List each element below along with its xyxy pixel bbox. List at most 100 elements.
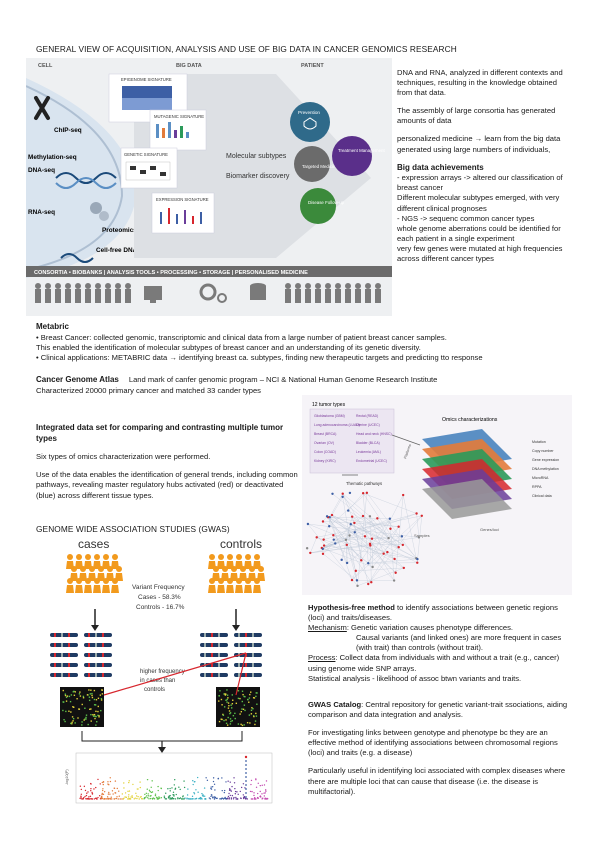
gear-icon [199,283,217,301]
person-icon [236,554,242,560]
chromosome-strip [84,663,112,667]
label-higher-freq-3: controls [144,687,165,693]
network-node [330,513,334,517]
network-edge [322,535,350,550]
network-edge [371,538,373,567]
chromosome-strip [84,633,112,637]
page-title: GENERAL VIEW OF ACQUISITION, ANALYSIS AN… [36,44,457,54]
network-node [341,492,344,495]
tumor-type-label: Colon (COAD) [314,450,336,454]
network-node [334,542,337,545]
person-icon [209,578,215,584]
patients-icon [285,283,381,303]
label-methylation: Methylation-seq [28,154,77,161]
col-bigdata: BIG DATA [176,63,202,69]
network-node [309,551,312,555]
case-array [60,687,104,727]
label-ylabel: -log10(P) [65,769,69,785]
network-edge [333,539,388,553]
network-edge [310,537,419,554]
label-disease: Disease Follow-up [308,200,345,205]
person-icon [254,578,260,584]
chromosome-strip [200,673,228,677]
label-chip: ChIP-seq [54,127,82,134]
person-icon [218,578,224,584]
network-edge [327,517,395,560]
network-edge [327,517,348,564]
network-edge [346,544,356,571]
network-node [345,543,349,547]
person-icon [107,566,113,572]
network-node [387,536,390,540]
gwas-diagram: cases controls Variant Frequency Cases -… [40,535,278,805]
chromosome-strip [200,633,228,637]
chromosome-strip [200,653,228,657]
label-controls: controls [220,537,262,551]
integrated-heading: Integrated data set for comparing and co… [36,423,284,443]
person-icon [67,578,73,584]
person-icon [227,578,233,584]
sig-mutagenic: MUTAGENIC SIGNATURE [154,114,204,119]
label-genes: Genes/loci [480,527,499,532]
network-node [354,569,358,573]
network-edge [322,553,358,581]
network-node [353,531,356,534]
network-node [353,521,356,525]
achievement-1: - expression arrays -> altered our class… [397,173,563,193]
network-node [348,491,352,495]
person-icon [231,566,237,572]
tumor-type-label: Bladder (BLCA) [356,441,380,445]
person-icon [103,554,109,560]
person-icon [245,578,251,584]
network-node [370,581,373,584]
process-text: : Collect data from individuals with and… [308,653,560,673]
network-edge [383,526,399,554]
network-node [400,535,404,538]
person-icon [240,566,246,572]
network-edge [369,543,403,546]
network-edge [363,493,369,564]
network-node [389,527,392,530]
network-edge [321,518,378,549]
person-icon [218,554,224,560]
pathway-network [305,491,423,588]
network-node [394,571,397,574]
hypothesis-heading: Hypothesis-free method [308,603,395,612]
label-platforms: Platforms [403,444,412,460]
network-node [306,522,310,526]
mechanism-label: Mechanism [308,623,347,633]
network-edge [354,522,418,560]
network-edge [307,523,358,586]
label-variant-freq: Variant Frequency [132,584,185,591]
integrated-p1: Six types of omics characterization were… [36,452,211,462]
label-prevention: Prevention [298,110,320,115]
network-node [363,535,367,538]
pancancer-figure: 12 tumor types Glioblastoma (GBM)Lung ad… [302,395,572,595]
catalog-p2: For investigating links between genotype… [308,728,558,758]
network-node [376,517,379,520]
network-node [341,495,344,499]
network-node [340,558,343,562]
network-edge [331,496,343,516]
omics-label: DNA methylation [532,467,559,471]
banner-text: CONSORTIA • BIOBANKS | ANALYSIS TOOLS • … [34,270,308,276]
network-edge [368,552,388,585]
note-personalized: personalized medicine → learn from the b… [397,134,561,154]
network-edge [324,545,418,560]
network-node [416,557,419,561]
controls-people-icon [208,554,265,593]
person-icon [245,554,251,560]
network-edge [345,516,353,540]
person-icon [80,566,86,572]
tumor-type-label: Leukemia (AML) [356,450,381,454]
network-node [349,523,352,526]
network-edge [354,532,396,573]
network-node [356,584,359,588]
label-higher-freq-2: in cases than [140,678,175,684]
tcga-line-2: Characterized 20000 primary cancer and m… [36,385,261,395]
tumor-type-label: Head and neck (HNSC) [356,432,392,436]
person-icon [112,578,118,584]
network-node [321,547,324,551]
achievements-heading: Big data achievements [397,162,484,172]
person-icon [103,578,109,584]
